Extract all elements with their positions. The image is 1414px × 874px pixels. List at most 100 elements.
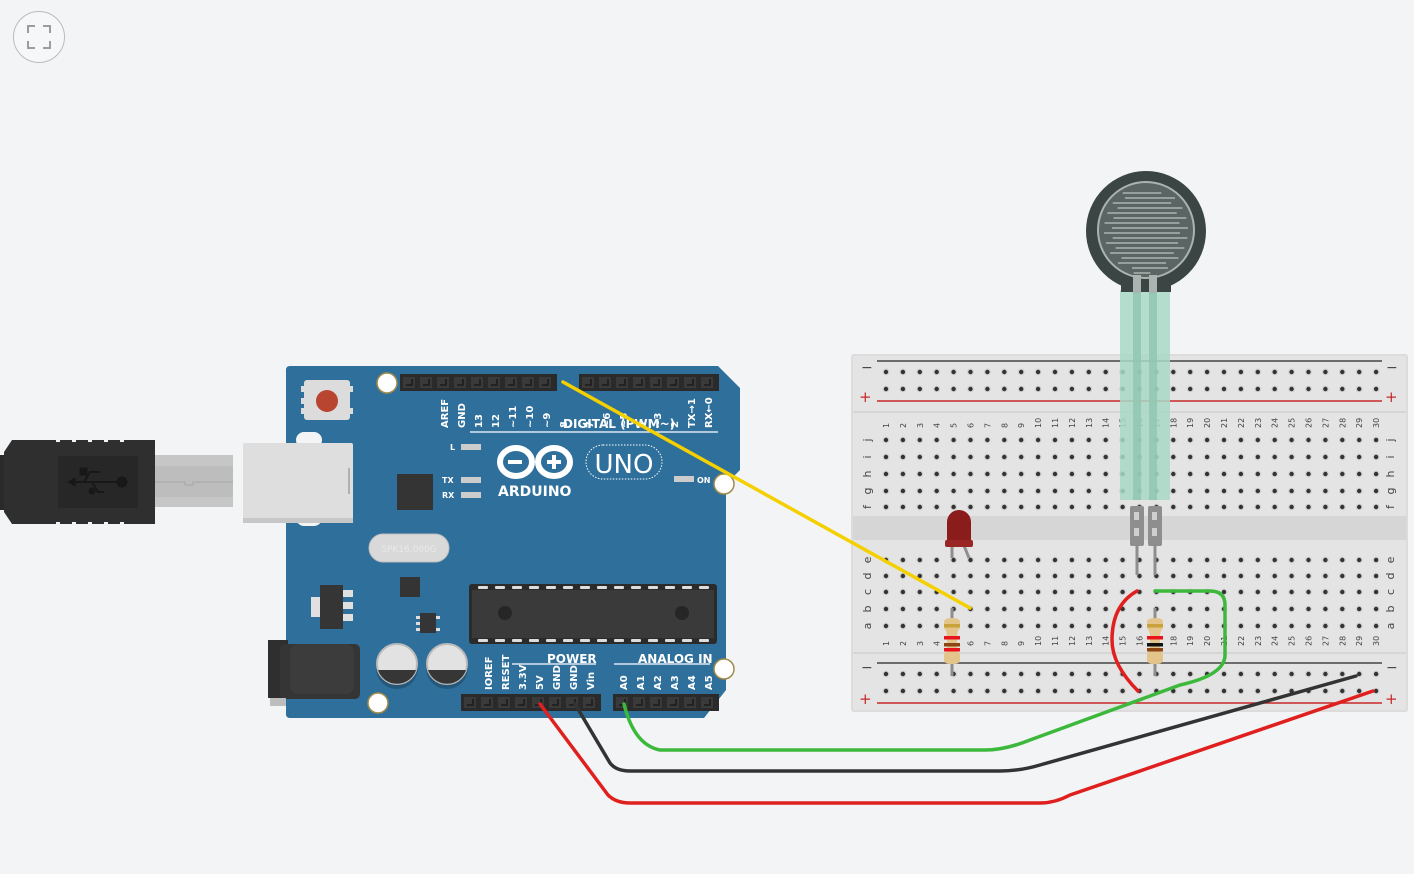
breadboard-hole[interactable] xyxy=(1137,623,1142,629)
breadboard-hole[interactable] xyxy=(1103,471,1108,477)
breadboard-hole[interactable] xyxy=(934,386,939,392)
breadboard-hole[interactable] xyxy=(883,589,889,595)
breadboard-hole[interactable] xyxy=(1019,504,1024,510)
breadboard-hole[interactable] xyxy=(1323,573,1328,579)
breadboard-hole[interactable] xyxy=(1340,454,1345,460)
breadboard-hole[interactable] xyxy=(934,557,939,563)
breadboard-hole[interactable] xyxy=(1272,504,1277,510)
breadboard-hole[interactable] xyxy=(1323,589,1328,595)
breadboard-hole[interactable] xyxy=(968,573,973,579)
header-pin[interactable] xyxy=(549,697,561,708)
breadboard-hole[interactable] xyxy=(1171,671,1176,677)
breadboard-hole[interactable] xyxy=(1069,386,1075,392)
breadboard-hole[interactable] xyxy=(1357,488,1362,494)
breadboard-hole[interactable] xyxy=(1221,369,1227,375)
header-pin[interactable] xyxy=(539,377,551,388)
breadboard-hole[interactable] xyxy=(1035,688,1041,694)
red-led[interactable] xyxy=(945,510,973,559)
breadboard-hole[interactable] xyxy=(1035,488,1041,494)
breadboard-hole[interactable] xyxy=(1238,573,1244,579)
breadboard-hole[interactable] xyxy=(1306,589,1311,595)
breadboard-hole[interactable] xyxy=(883,386,889,392)
breadboard-hole[interactable] xyxy=(883,606,889,612)
breadboard-hole[interactable] xyxy=(917,671,922,677)
breadboard-hole[interactable] xyxy=(1221,454,1227,460)
breadboard-hole[interactable] xyxy=(951,454,956,460)
breadboard-hole[interactable] xyxy=(1238,589,1244,595)
breadboard-hole[interactable] xyxy=(1120,573,1125,579)
breadboard-hole[interactable] xyxy=(1323,557,1328,563)
breadboard-hole[interactable] xyxy=(900,623,906,629)
breadboard-hole[interactable] xyxy=(1306,623,1311,629)
breadboard-hole[interactable] xyxy=(883,471,889,477)
breadboard-hole[interactable] xyxy=(1357,589,1362,595)
breadboard-hole[interactable] xyxy=(951,488,956,494)
breadboard-hole[interactable] xyxy=(1357,386,1362,392)
header-pin[interactable] xyxy=(616,377,628,388)
breadboard-hole[interactable] xyxy=(1289,437,1294,443)
breadboard[interactable]: − + − + − + − + 112233445566778899101011… xyxy=(851,354,1408,712)
breadboard-hole[interactable] xyxy=(883,488,889,494)
breadboard-hole[interactable] xyxy=(1238,557,1244,563)
breadboard-hole[interactable] xyxy=(934,488,939,494)
breadboard-hole[interactable] xyxy=(1002,437,1007,443)
breadboard-hole[interactable] xyxy=(1373,488,1379,494)
breadboard-hole[interactable] xyxy=(951,369,956,375)
breadboard-hole[interactable] xyxy=(1052,488,1058,494)
breadboard-hole[interactable] xyxy=(951,504,956,510)
breadboard-hole[interactable] xyxy=(1103,454,1108,460)
breadboard-hole[interactable] xyxy=(1035,369,1041,375)
breadboard-hole[interactable] xyxy=(1120,557,1125,563)
breadboard-hole[interactable] xyxy=(968,454,973,460)
breadboard-hole[interactable] xyxy=(1272,623,1277,629)
breadboard-hole[interactable] xyxy=(1019,437,1024,443)
breadboard-hole[interactable] xyxy=(1272,557,1277,563)
breadboard-hole[interactable] xyxy=(1086,437,1092,443)
breadboard-hole[interactable] xyxy=(934,606,939,612)
breadboard-hole[interactable] xyxy=(968,386,973,392)
header-pin[interactable] xyxy=(583,697,595,708)
breadboard-hole[interactable] xyxy=(1255,454,1261,460)
breadboard-hole[interactable] xyxy=(985,557,990,563)
breadboard-hole[interactable] xyxy=(951,557,956,563)
breadboard-hole[interactable] xyxy=(1289,369,1294,375)
breadboard-hole[interactable] xyxy=(1323,671,1328,677)
breadboard-hole[interactable] xyxy=(1069,454,1075,460)
breadboard-hole[interactable] xyxy=(1086,623,1092,629)
breadboard-hole[interactable] xyxy=(1373,369,1379,375)
breadboard-hole[interactable] xyxy=(1289,589,1294,595)
breadboard-hole[interactable] xyxy=(1255,437,1261,443)
breadboard-hole[interactable] xyxy=(1069,623,1075,629)
breadboard-hole[interactable] xyxy=(1052,454,1058,460)
breadboard-hole[interactable] xyxy=(1188,504,1193,510)
breadboard-hole[interactable] xyxy=(917,504,922,510)
breadboard-hole[interactable] xyxy=(1306,471,1311,477)
breadboard-hole[interactable] xyxy=(968,623,973,629)
breadboard-hole[interactable] xyxy=(1255,671,1261,677)
breadboard-hole[interactable] xyxy=(1340,671,1345,677)
breadboard-hole[interactable] xyxy=(900,606,906,612)
breadboard-hole[interactable] xyxy=(934,671,939,677)
breadboard-hole[interactable] xyxy=(1086,557,1092,563)
breadboard-hole[interactable] xyxy=(968,471,973,477)
breadboard-hole[interactable] xyxy=(1289,606,1294,612)
yellow-wire[interactable] xyxy=(561,380,972,610)
breadboard-hole[interactable] xyxy=(1340,369,1345,375)
breadboard-hole[interactable] xyxy=(1238,488,1244,494)
breadboard-hole[interactable] xyxy=(1323,437,1328,443)
header-pin[interactable] xyxy=(515,697,527,708)
breadboard-hole[interactable] xyxy=(1052,386,1058,392)
header-pin[interactable] xyxy=(633,697,645,708)
breadboard-hole[interactable] xyxy=(1069,504,1075,510)
breadboard-hole[interactable] xyxy=(1086,471,1092,477)
breadboard-hole[interactable] xyxy=(1019,573,1024,579)
header-pin[interactable] xyxy=(464,697,476,708)
breadboard-hole[interactable] xyxy=(1272,688,1277,694)
breadboard-hole[interactable] xyxy=(1103,573,1108,579)
breadboard-hole[interactable] xyxy=(1035,386,1041,392)
breadboard-hole[interactable] xyxy=(1204,573,1210,579)
header-pin[interactable] xyxy=(488,377,500,388)
breadboard-hole[interactable] xyxy=(1035,471,1041,477)
breadboard-hole[interactable] xyxy=(1289,671,1294,677)
header-pin[interactable] xyxy=(498,697,510,708)
